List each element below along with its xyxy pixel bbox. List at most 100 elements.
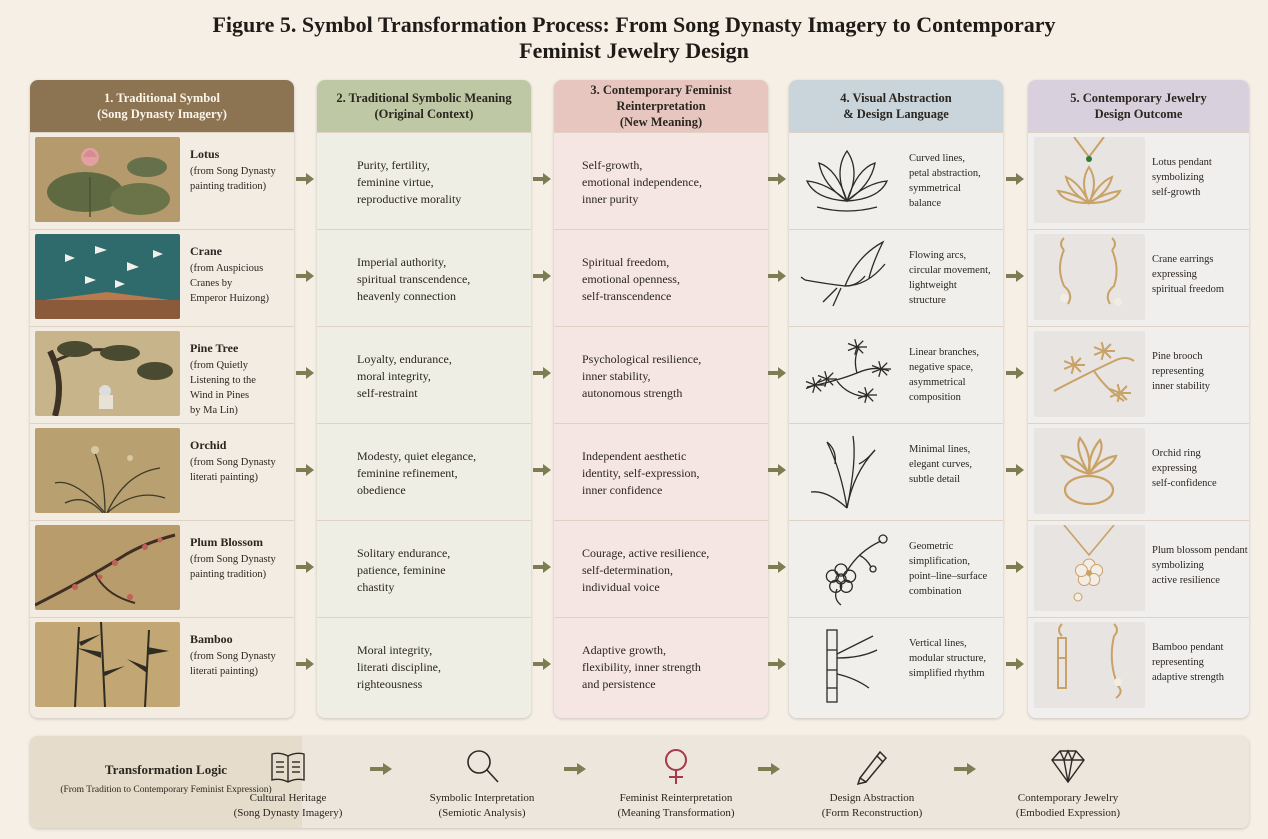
orchid-line-icon (797, 430, 897, 512)
painting-thumbnail (35, 331, 180, 416)
symbol-text: Crane(from Auspicious Cranes by Emperor … (190, 244, 292, 306)
symbol-row: Bamboo (from Song Dynasty literati painti… (30, 617, 294, 711)
traditional-meaning-text: Loyalty, endurance, moral integrity, sel… (357, 352, 452, 400)
logic-step: Design Abstraction (Form Reconstruction) (792, 742, 952, 826)
reinterpretation-row: Spiritual freedom, emotional openness, s… (554, 229, 768, 323)
traditional-meaning-text: Solitary endurance, patience, feminine c… (357, 546, 451, 594)
right-arrow-icon (768, 366, 786, 379)
reinterpretation-row: Courage, active resilience, self-determi… (554, 520, 768, 614)
right-arrow-icon (533, 269, 551, 282)
right-arrow-icon (296, 366, 314, 379)
right-arrow-icon (370, 762, 392, 775)
jewelry-text: Bamboo pendant representing adaptive str… (1152, 642, 1225, 683)
column-feminist-reinterpretation: 3. Contemporary Feminist Reinterpretatio… (554, 80, 768, 718)
symbol-row: Lotus(from Song Dynasty painting traditi… (30, 132, 294, 226)
right-arrow-icon (1006, 560, 1024, 573)
abstraction-row: Minimal lines, elegant curves, subtle de… (789, 423, 1003, 517)
logic-subtitle: (From Tradition to Contemporary Feminist… (60, 785, 272, 795)
traditional-meaning-text: Moral integrity, literati discipline, ri… (357, 643, 441, 691)
symbol-row: Crane(from Auspicious Cranes by Emperor … (30, 229, 294, 323)
logic-step-label: Symbolic Interpretation (Semiotic Analys… (429, 792, 535, 819)
symbol-source: (from Song Dynasty literati painting) (190, 457, 276, 483)
painting-thumbnail (35, 428, 180, 513)
logic-step-label: Cultural Heritage (Song Dynasty Imagery) (233, 792, 343, 819)
right-arrow-icon (1006, 172, 1024, 185)
reinterpretation-text: Psychological resilience, inner stabilit… (582, 352, 702, 400)
right-arrow-icon (758, 762, 780, 775)
reinterpretation-text: Adaptive growth, flexibility, inner stre… (582, 643, 701, 691)
symbol-source: (from Auspicious Cranes by Emperor Huizo… (190, 263, 270, 304)
right-arrow-icon (296, 560, 314, 573)
symbol-row: Plum Blossom (from Song Dynasty painting … (30, 520, 294, 614)
symbol-source: (from Song Dynasty painting tradition) (190, 554, 276, 580)
column-jewelry-outcome: 5. Contemporary Jewelry Design Outcome L… (1028, 80, 1249, 718)
bamboo-line-icon (797, 624, 897, 706)
symbol-text: Orchid(from Song Dynasty literati painti… (190, 438, 292, 485)
reinterpretation-row: Psychological resilience, inner stabilit… (554, 326, 768, 420)
right-arrow-icon (768, 172, 786, 185)
right-arrow-icon (533, 366, 551, 379)
column-traditional-symbol: 1. Traditional Symbol (Song Dynasty Imag… (30, 80, 294, 718)
design-language-text: Vertical lines, modular structure, simpl… (909, 638, 986, 679)
right-arrow-icon (768, 463, 786, 476)
jewelry-image (1034, 136, 1145, 223)
symbol-text: Lotus(from Song Dynasty painting traditi… (190, 147, 292, 194)
design-language-text: Minimal lines, elegant curves, subtle de… (909, 444, 972, 485)
painting-thumbnail (35, 525, 180, 610)
column-header: 4. Visual Abstraction & Design Language (789, 80, 1003, 132)
symbol-source: (from Song Dynasty painting tradition) (190, 166, 276, 192)
abstraction-row: Vertical lines, modular structure, simpl… (789, 617, 1003, 711)
painting-thumbnail (35, 137, 180, 222)
right-arrow-icon (533, 657, 551, 670)
jewelry-text: Pine brooch representing inner stability (1152, 351, 1211, 392)
reinterpretation-text: Courage, active resilience, self-determi… (582, 546, 710, 594)
logic-step-label: Feminist Reinterpretation (Meaning Trans… (617, 792, 735, 819)
symbol-name: Bamboo (190, 632, 233, 646)
jewelry-row: Bamboo pendant representing adaptive str… (1028, 617, 1249, 711)
jewelry-row: Plum blossom pendant symbolizing active … (1028, 520, 1249, 614)
abstraction-row: Linear branches, negative space, asymmet… (789, 326, 1003, 420)
symbol-name: Plum Blossom (190, 535, 264, 549)
symbol-row: Orchid(from Song Dynasty literati painti… (30, 423, 294, 517)
reinterpretation-text: Self-growth, emotional independence, inn… (582, 158, 702, 206)
design-language-text: Geometric simplification, point–line–sur… (909, 541, 988, 597)
right-arrow-icon (564, 762, 586, 775)
transformation-logic-panel: Transformation Logic (From Tradition to … (30, 736, 1249, 828)
right-arrow-icon (296, 463, 314, 476)
jewelry-image (1034, 524, 1145, 611)
pine-line-icon (797, 333, 897, 415)
abstraction-row: Geometric simplification, point–line–sur… (789, 520, 1003, 614)
column-header: 1. Traditional Symbol (Song Dynasty Imag… (30, 80, 294, 132)
symbol-source: (from Song Dynasty literati painting) (190, 651, 276, 677)
column-header: 3. Contemporary Feminist Reinterpretatio… (554, 80, 768, 132)
reinterpretation-text: Spiritual freedom, emotional openness, s… (582, 255, 680, 303)
meaning-row: Loyalty, endurance, moral integrity, sel… (317, 326, 531, 420)
jewelry-image (1034, 428, 1145, 514)
pencil-icon (852, 746, 892, 786)
right-arrow-icon (768, 560, 786, 573)
abstraction-row: Curved lines, petal abstraction, symmetr… (789, 132, 1003, 226)
plum-blossom-line-icon (797, 527, 897, 609)
abstraction-row: Flowing arcs, circular movement, lightwe… (789, 229, 1003, 323)
right-arrow-icon (1006, 657, 1024, 670)
right-arrow-icon (296, 172, 314, 185)
meaning-row: Moral integrity, literati discipline, ri… (317, 617, 531, 711)
traditional-meaning-text: Purity, fertility, feminine virtue, repr… (357, 158, 462, 206)
logic-step: Feminist Reinterpretation (Meaning Trans… (596, 742, 756, 826)
right-arrow-icon (768, 269, 786, 282)
book-icon (268, 746, 308, 786)
column-traditional-meaning: 2. Traditional Symbolic Meaning (Origina… (317, 80, 531, 718)
logic-step: Contemporary Jewelry (Embodied Expressio… (988, 742, 1148, 826)
jewelry-image (1034, 331, 1145, 417)
column-header: 2. Traditional Symbolic Meaning (Origina… (317, 80, 531, 132)
jewelry-text: Orchid ring expressing self-confidence (1152, 448, 1217, 489)
logic-step: Symbolic Interpretation (Semiotic Analys… (402, 742, 562, 826)
column-header: 5. Contemporary Jewelry Design Outcome (1028, 80, 1249, 132)
symbol-row: Pine Tree(from Quietly Listening to the … (30, 326, 294, 420)
traditional-meaning-text: Imperial authority, spiritual transcende… (357, 255, 471, 303)
figure-title: Figure 5. Symbol Transformation Process:… (0, 12, 1268, 64)
diamond-icon (1048, 746, 1088, 786)
right-arrow-icon (296, 657, 314, 670)
right-arrow-icon (768, 657, 786, 670)
right-arrow-icon (1006, 366, 1024, 379)
